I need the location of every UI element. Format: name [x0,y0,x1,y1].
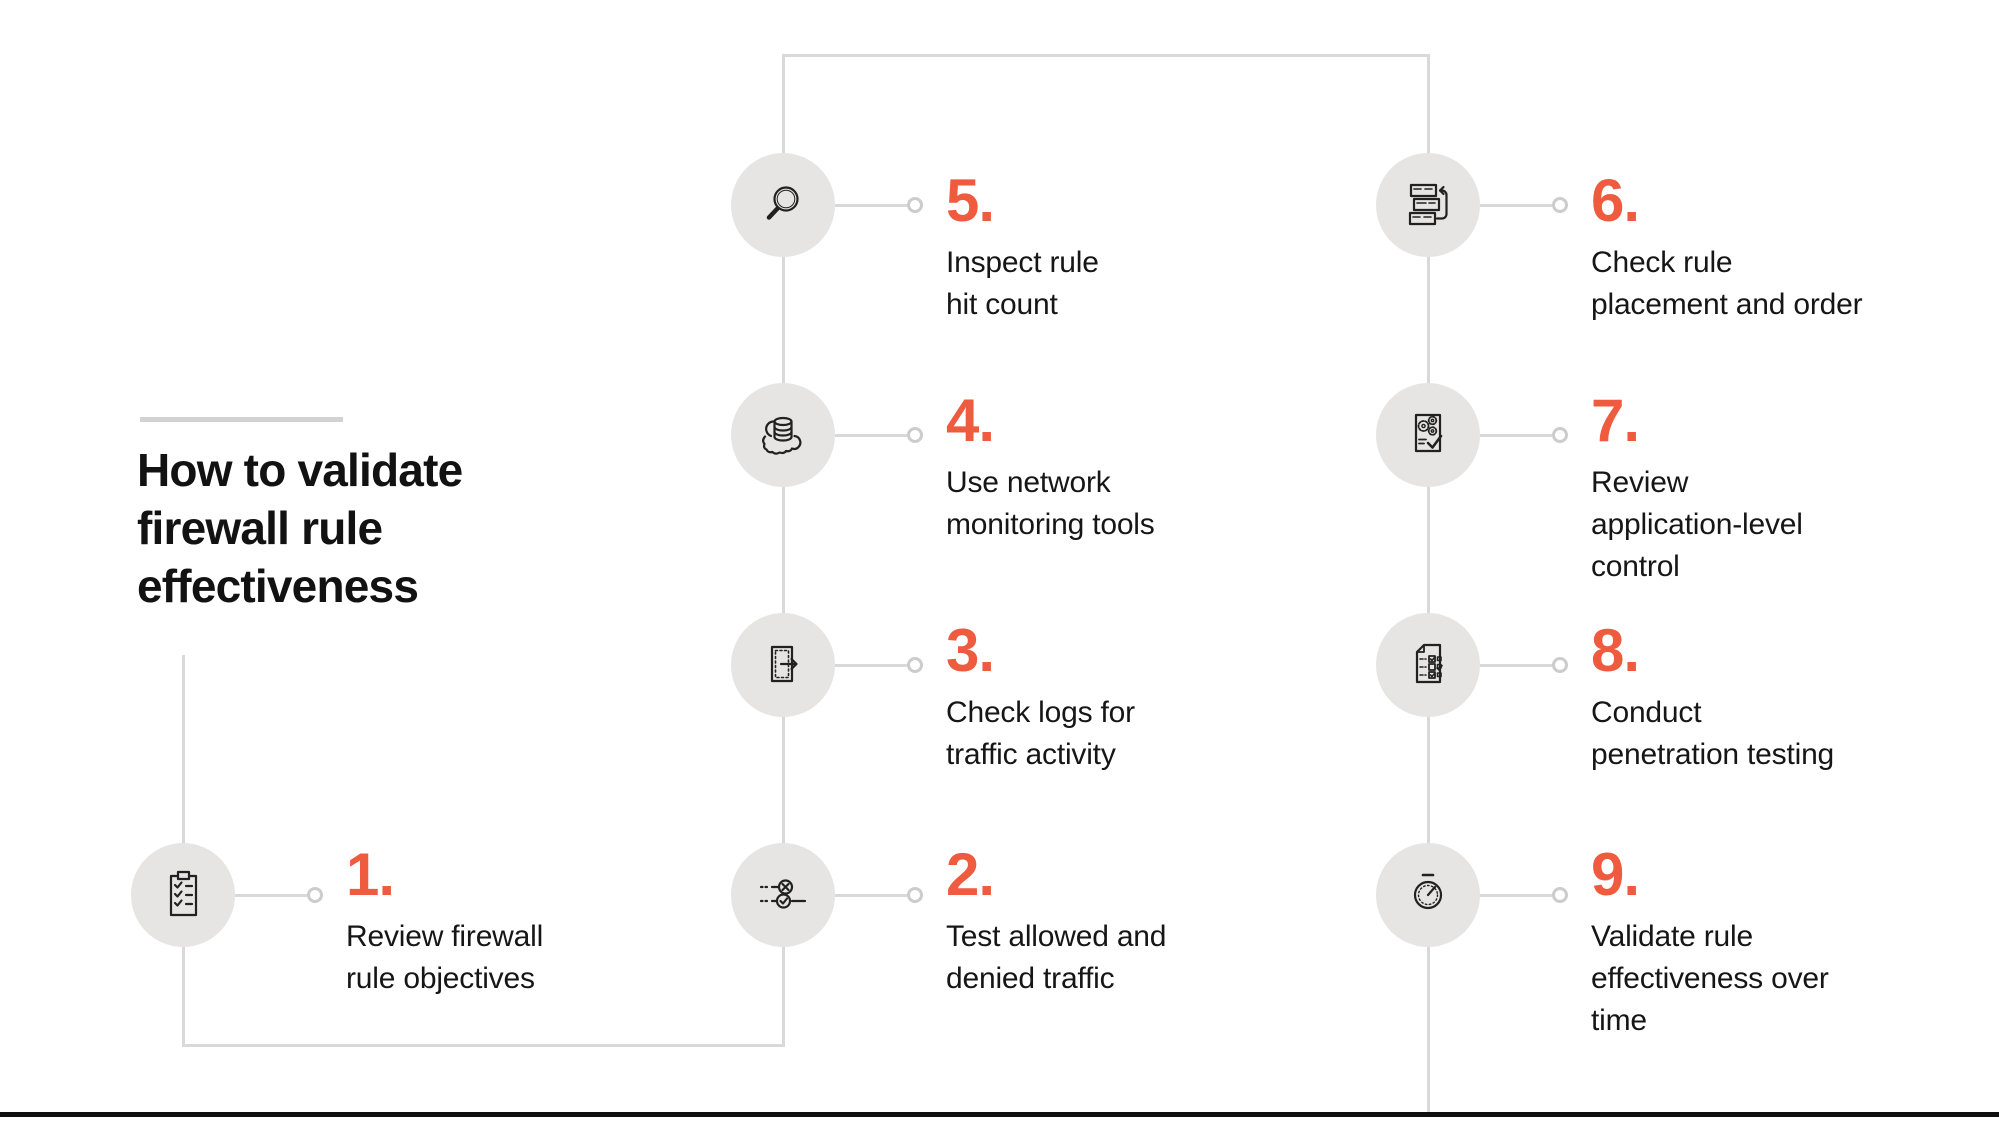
bottom-border-line [0,1112,1999,1117]
step-1-icon-circle [131,843,235,947]
step-4-connector-dot [907,427,923,443]
step-7-number: 7. [1591,387,1640,454]
step-7-label: Review application-level control [1591,466,1803,583]
step-5-icon-circle [731,153,835,257]
step-1-connector-dot [307,887,323,903]
step-5-connector-dot [907,197,923,213]
checklist-document-icon [1415,643,1443,684]
step-5-connector [835,203,907,207]
step-9-connector [1480,893,1552,897]
step-7-connector-dot [1552,427,1568,443]
step-9-label: Validate rule effectiveness over time [1591,920,1829,1037]
step-4-icon-circle [731,383,835,487]
step-2-connector-dot [907,887,923,903]
clipboard-checklist-icon [169,870,198,917]
step-3-connector [835,663,907,667]
connector-right-vertical [1426,54,1430,1112]
step-1-number: 1. [346,841,395,908]
step-3-connector-dot [907,657,923,673]
step-9-connector-dot [1552,887,1568,903]
cloud-database-icon [762,416,802,455]
step-2-icon-circle [731,843,835,947]
step-3-label: Check logs for traffic activity [946,696,1135,771]
connector-top-horizontal [781,54,1430,57]
step-6-number: 6. [1591,167,1640,234]
step-2-label: Test allowed and denied traffic [946,920,1167,995]
connector-bottom-horizontal [181,1044,785,1047]
step-6-icon-circle [1376,153,1480,257]
step-4-number: 4. [946,387,995,454]
step-6-label: Check rule placement and order [1591,246,1863,321]
rule-order-icon [1408,183,1448,226]
step-4-label: Use network monitoring tools [946,466,1155,541]
step-8-connector [1480,663,1552,667]
step-5-number: 5. [946,167,995,234]
step-2-connector [835,893,907,897]
page-title: How to validate firewall rule effectiven… [137,444,463,612]
document-gears-check-icon [1414,413,1443,453]
step-1-label: Review firewall rule objectives [346,920,544,995]
magnifier-icon [766,186,799,220]
step-8-label: Conduct penetration testing [1591,696,1835,771]
step-3-icon-circle [731,613,835,717]
step-5-label: Inspect rule hit count [946,246,1099,321]
step-3-number: 3. [946,617,995,684]
step-1-connector [235,893,307,897]
step-9-number: 9. [1591,841,1640,908]
connector-middle-vertical [781,54,785,1045]
step-2-number: 2. [946,841,995,908]
step-6-connector-dot [1552,197,1568,213]
step-8-number: 8. [1591,617,1640,684]
step-6-connector [1480,203,1552,207]
allow-deny-rules-icon [759,879,807,909]
log-export-icon [770,645,798,683]
step-8-connector-dot [1552,657,1568,673]
step-8-icon-circle [1376,613,1480,717]
stopwatch-icon [1413,873,1443,910]
step-7-icon-circle [1376,383,1480,487]
step-7-connector [1480,433,1552,437]
title-accent-rule [140,417,343,422]
step-4-connector [835,433,907,437]
step-9-icon-circle [1376,843,1480,947]
